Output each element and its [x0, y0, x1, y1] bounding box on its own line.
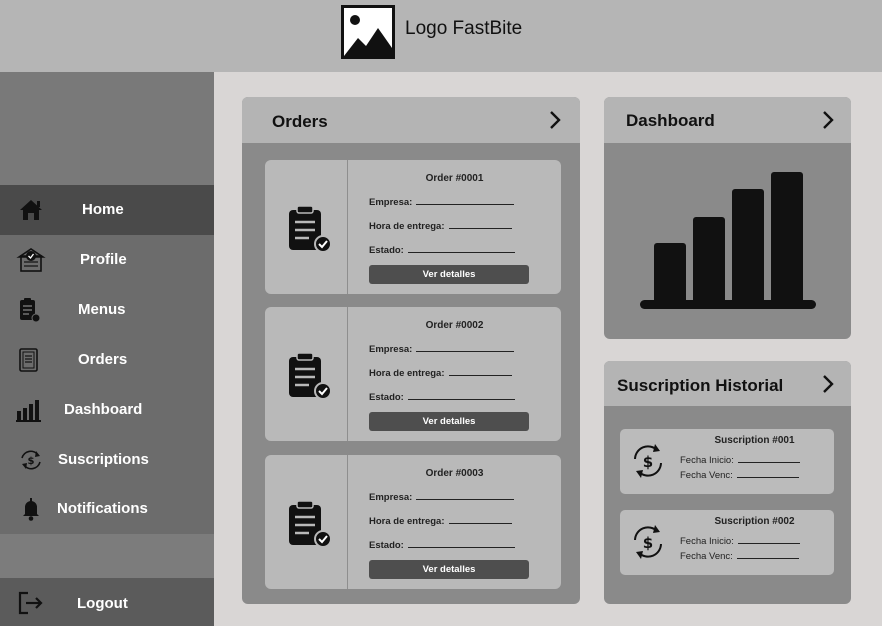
sidebar-item-suscriptions[interactable]: $ Suscriptions: [0, 435, 214, 485]
sidebar-item-label: Dashboard: [64, 401, 143, 418]
ver-detalles-button[interactable]: Ver detalles: [369, 265, 529, 284]
order-title: Order #0002: [425, 320, 484, 331]
order-card: Order #0003 Empresa: Hora de entrega: Es…: [265, 455, 561, 589]
card-divider: [347, 160, 348, 294]
subscription-title: Suscription #001: [714, 435, 795, 446]
order-title: Order #0001: [425, 173, 484, 184]
chevron-right-icon[interactable]: [819, 109, 837, 131]
menus-icon: [20, 298, 41, 323]
subscription-card: $ Suscription #001 Fecha Inicio: Fecha V…: [620, 429, 834, 494]
logout-label: Logout: [77, 595, 128, 612]
orders-icon: [19, 348, 38, 372]
empresa-field: Empresa:: [369, 197, 515, 208]
sidebar-item-notifications[interactable]: Notifications: [0, 484, 214, 534]
order-card: Order #0001 Empresa: Hora de entrega: Es…: [265, 160, 561, 294]
home-icon: [20, 200, 42, 220]
orders-panel-header: Orders: [242, 97, 580, 143]
empresa-field: Empresa:: [369, 344, 515, 355]
card-divider: [347, 455, 348, 589]
ver-detalles-button[interactable]: Ver detalles: [369, 412, 529, 431]
card-divider: [347, 307, 348, 441]
order-card: Order #0002 Empresa: Hora de entrega: Es…: [265, 307, 561, 441]
sidebar-item-menus[interactable]: Menus: [0, 285, 214, 335]
hora-entrega-field: Hora de entrega:: [369, 516, 512, 527]
sidebar-item-label: Profile: [80, 251, 127, 268]
dollar-refresh-icon: $: [634, 444, 662, 478]
dashboard-panel-header: Dashboard: [604, 97, 851, 143]
svg-text:$: $: [643, 534, 653, 552]
clipboard-check-icon: [289, 352, 332, 400]
ver-detalles-button[interactable]: Ver detalles: [369, 560, 529, 579]
logout-icon: [18, 591, 43, 615]
sidebar-item-dashboard[interactable]: Dashboard: [0, 385, 214, 435]
suscriptions-icon: $: [21, 450, 41, 470]
logo-text: Logo FastBite: [405, 18, 523, 39]
logo-image-icon: [341, 5, 395, 59]
fecha-inicio-field: Fecha Inicio:: [680, 536, 800, 547]
hora-entrega-field: Hora de entrega:: [369, 368, 512, 379]
orders-panel-title: Orders: [272, 112, 328, 131]
bar-chart-icon: [640, 172, 816, 309]
profile-icon: [16, 248, 46, 272]
dashboard-icon: [16, 400, 41, 422]
bell-icon: [23, 498, 39, 521]
subscription-panel-title: Suscription Historial: [617, 376, 784, 395]
hora-entrega-field: Hora de entrega:: [369, 221, 512, 232]
chevron-right-icon[interactable]: [819, 373, 837, 395]
sidebar-item-label: Notifications: [57, 500, 148, 517]
subscription-title: Suscription #002: [714, 516, 795, 527]
sidebar-item-label: Menus: [78, 301, 126, 318]
dashboard-panel: Dashboard: [604, 97, 851, 339]
estado-field: Estado:: [369, 540, 515, 551]
sidebar-item-orders[interactable]: Orders: [0, 335, 214, 385]
sidebar: Home Profile Menus: [0, 72, 214, 626]
subscription-panel-header: Suscription Historial: [604, 361, 851, 406]
clipboard-check-icon: [289, 205, 332, 253]
subscription-card: $ Suscription #002 Fecha Inicio: Fecha V…: [620, 510, 834, 575]
svg-text:$: $: [28, 456, 35, 467]
logout-button[interactable]: Logout: [0, 578, 214, 626]
sidebar-item-profile[interactable]: Profile: [0, 235, 214, 285]
sidebar-item-label: Orders: [78, 351, 128, 368]
dashboard-panel-title: Dashboard: [626, 111, 715, 130]
clipboard-check-icon: [289, 500, 332, 548]
order-title: Order #0003: [425, 468, 484, 479]
estado-field: Estado:: [369, 245, 515, 256]
subscription-history-panel: Suscription Historial $ Suscription #001…: [604, 361, 851, 604]
orders-panel: Orders Order #0001 Empresa: Hora de entr…: [242, 97, 580, 604]
dollar-refresh-icon: $: [634, 525, 662, 559]
sidebar-item-home[interactable]: Home: [0, 185, 214, 235]
estado-field: Estado:: [369, 392, 515, 403]
sidebar-spacer: [0, 534, 214, 578]
app-header: Logo FastBite: [0, 0, 882, 72]
fecha-venc-field: Fecha Venc:: [680, 551, 799, 562]
fecha-venc-field: Fecha Venc:: [680, 470, 799, 481]
fecha-inicio-field: Fecha Inicio:: [680, 455, 800, 466]
sidebar-top-area: [0, 72, 214, 185]
empresa-field: Empresa:: [369, 492, 515, 503]
sidebar-item-label: Suscriptions: [58, 451, 149, 468]
sidebar-item-label: Home: [82, 201, 124, 218]
chevron-right-icon[interactable]: [546, 109, 564, 131]
svg-text:$: $: [643, 453, 653, 471]
